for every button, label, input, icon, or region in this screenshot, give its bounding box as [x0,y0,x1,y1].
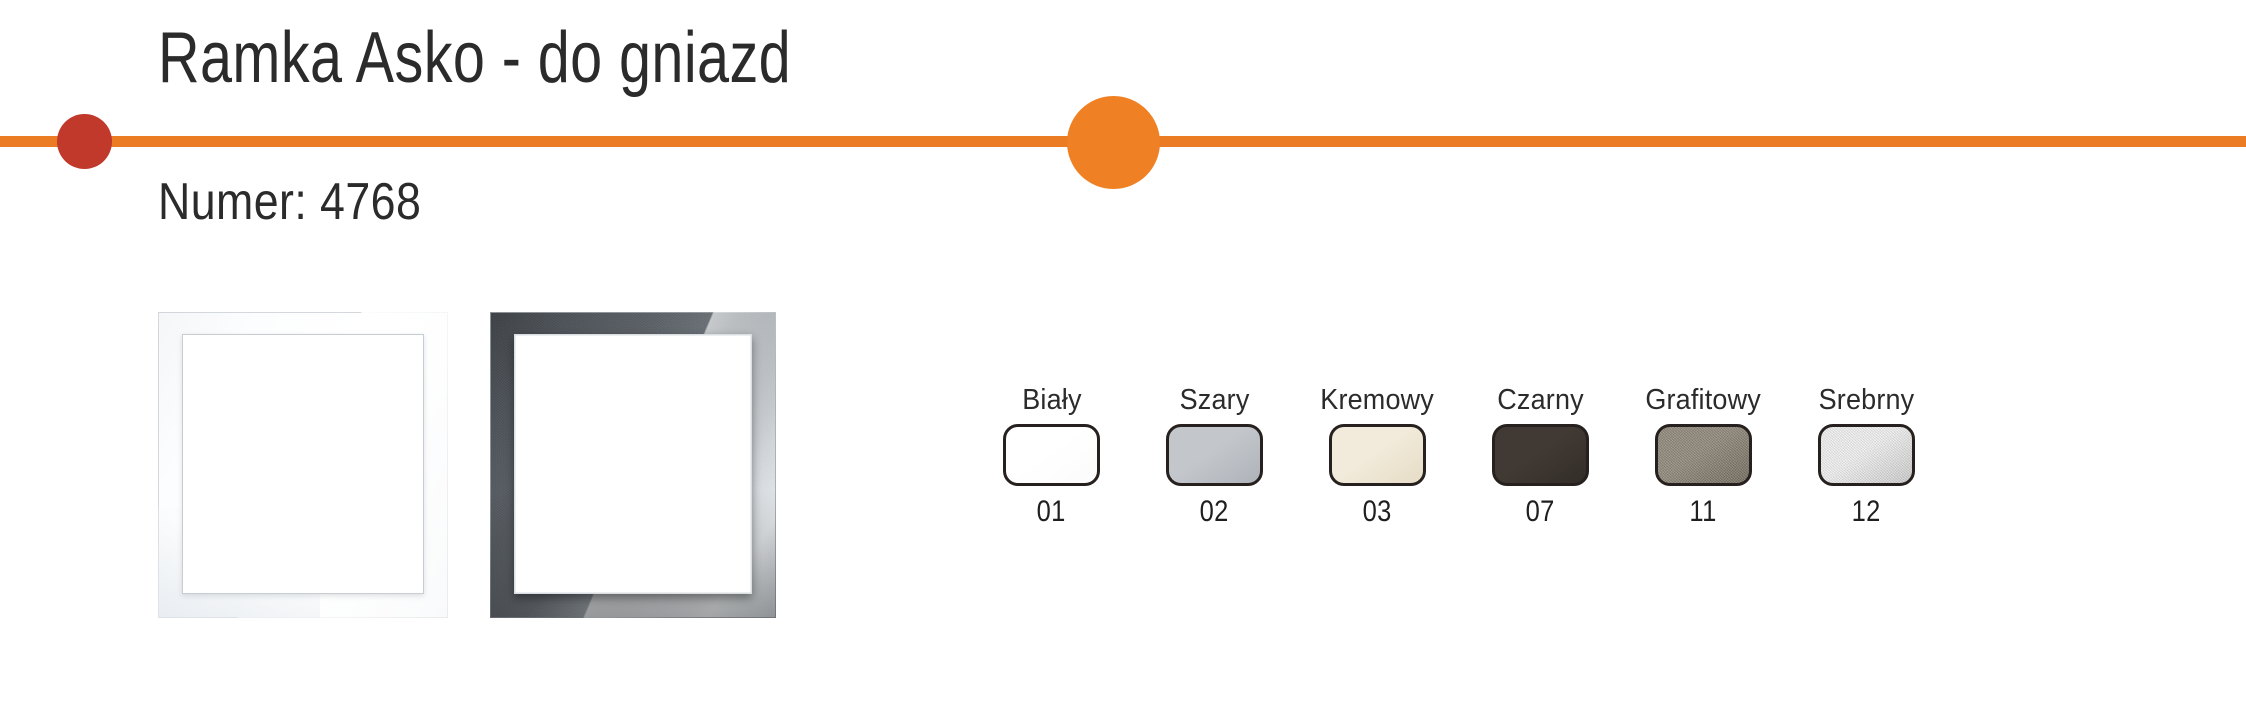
product-image-frame-graphite [490,312,776,618]
color-swatch-12[interactable]: Srebrny 12 [1815,383,1918,529]
color-swatch-strip: Biały 01 Szary 02 Kremowy 03 Czarny 07 Grafitowy… [1000,383,1918,529]
product-number: Numer: 4768 [158,173,422,231]
color-swatch-chip[interactable] [1655,424,1752,486]
frame-aperture [514,334,752,594]
color-swatch-03[interactable]: Kremowy 03 [1321,383,1435,529]
color-swatch-code: 01 [1036,495,1067,528]
color-swatch-label: Czarny [1497,384,1584,416]
color-swatch-01[interactable]: Biały 01 [1000,383,1103,529]
frame-aperture [182,334,424,594]
color-swatch-label: Grafitowy [1645,384,1762,416]
color-swatch-code: 07 [1525,495,1556,528]
color-swatch-chip[interactable] [1329,424,1426,486]
color-swatch-07[interactable]: Czarny 07 [1489,383,1592,529]
color-swatch-label: Kremowy [1320,384,1435,416]
red-dot-marker [57,114,112,169]
page-title: Ramka Asko - do gniazd [158,18,792,98]
color-swatch-chip[interactable] [1818,424,1915,486]
color-swatch-label: Srebrny [1818,384,1915,416]
color-swatch-02[interactable]: Szary 02 [1163,383,1266,529]
color-swatch-code: 12 [1851,495,1882,528]
color-swatch-label: Szary [1179,384,1250,416]
color-swatch-code: 11 [1689,495,1718,528]
swatch-texture-overlay [1658,427,1749,483]
color-swatch-chip[interactable] [1003,424,1100,486]
product-image-frame-white [158,312,448,618]
orange-dot-marker [1067,96,1160,189]
color-swatch-chip[interactable] [1492,424,1589,486]
color-swatch-label: Biały [1021,384,1082,416]
color-swatch-11[interactable]: Grafitowy 11 [1646,383,1761,529]
color-swatch-code: 03 [1362,495,1393,528]
color-swatch-chip[interactable] [1166,424,1263,486]
swatch-texture-overlay [1821,427,1912,483]
color-swatch-code: 02 [1199,495,1230,528]
